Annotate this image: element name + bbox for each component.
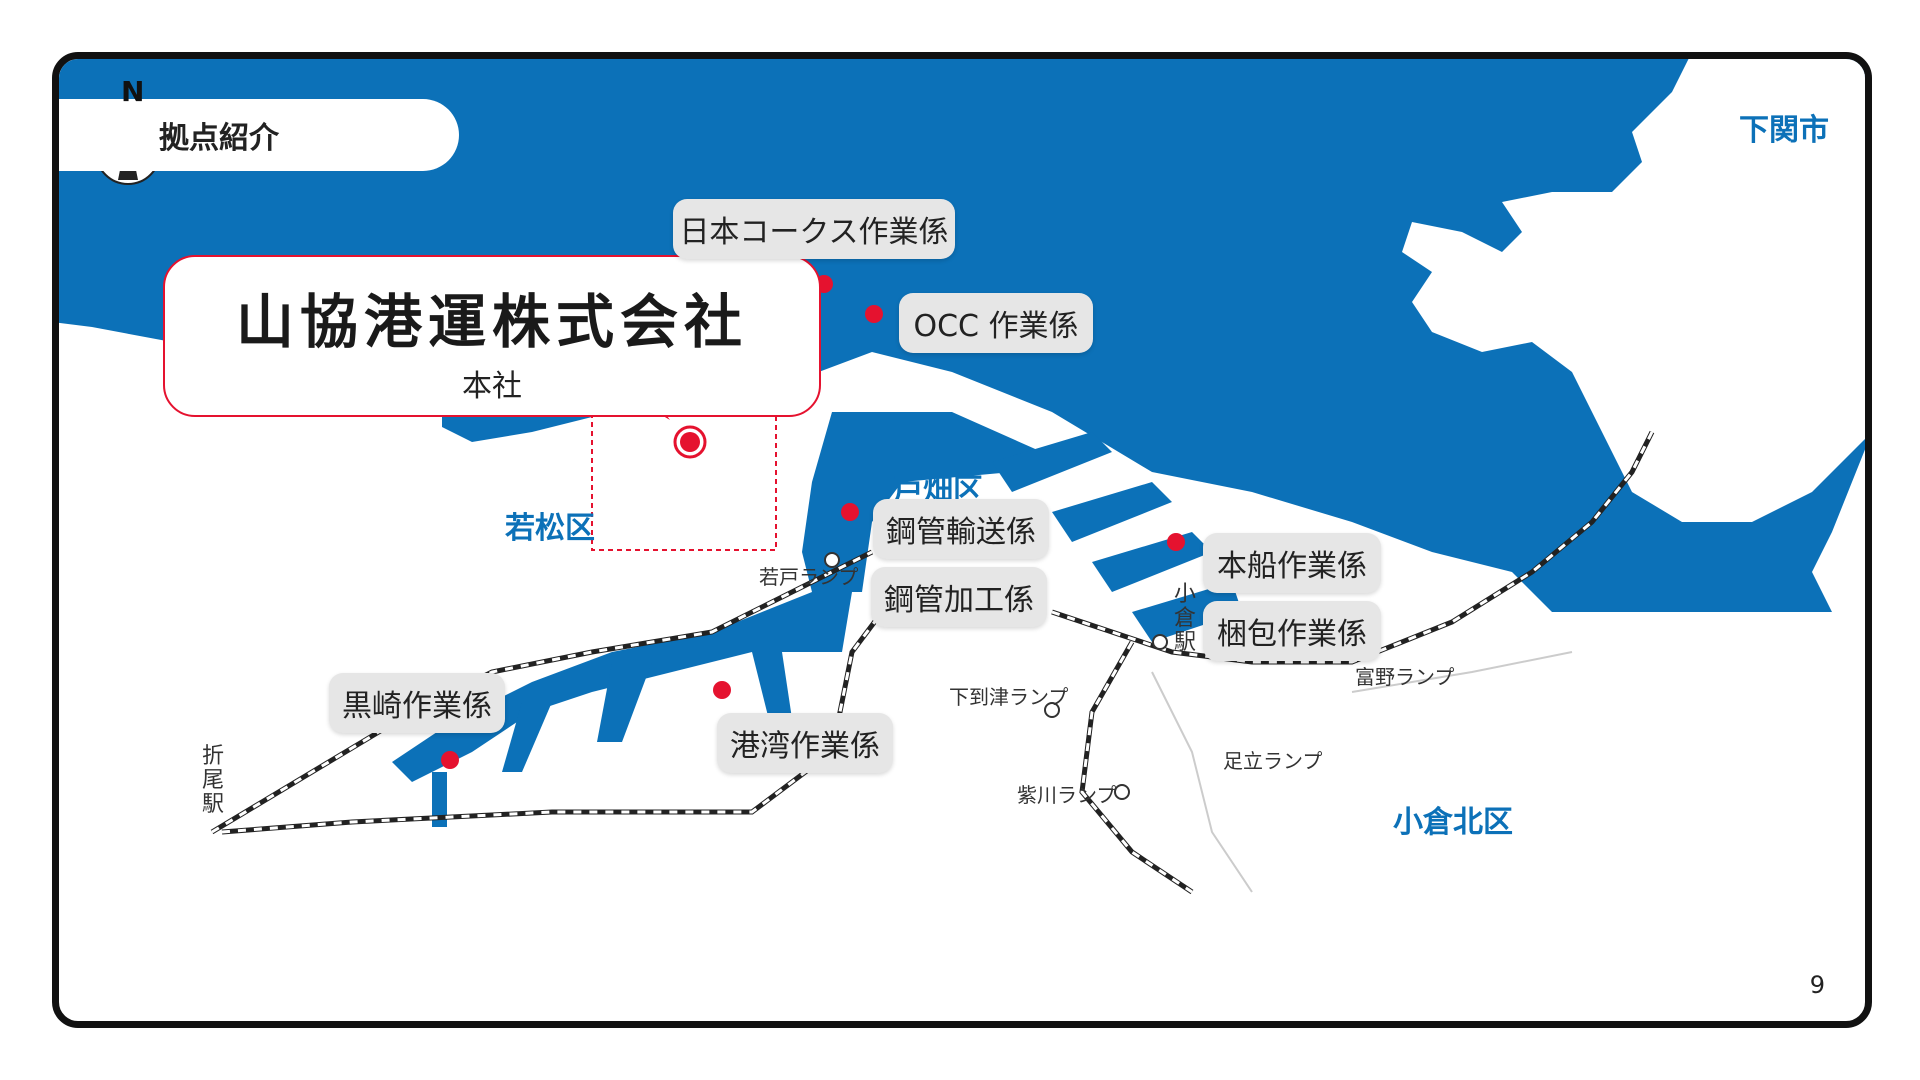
shimonoseki-edge bbox=[1812, 449, 1865, 612]
site-label-kurosaki: 黒崎作業係 bbox=[329, 673, 505, 733]
site-marker-main-ship bbox=[1167, 533, 1185, 551]
bay-inlet-3 bbox=[502, 702, 552, 772]
section-tag-label: 拠点紹介 bbox=[159, 121, 279, 156]
site-label-main-ship: 本船作業係 bbox=[1203, 533, 1381, 593]
ramp-label-tomino: 富野ランプ bbox=[1355, 665, 1455, 689]
station-label-orio: 折尾駅 bbox=[201, 744, 224, 817]
ramp-label-adachi: 足立ランプ bbox=[1223, 749, 1323, 773]
ramp-label-wakato: 若戸ランプ bbox=[759, 565, 859, 589]
area-shimonoseki: 下関市 bbox=[1739, 113, 1829, 148]
ramp-label-murasakigawa: 紫川ランプ bbox=[1017, 783, 1117, 807]
kokura-pier bbox=[1132, 582, 1242, 642]
site-label-harbor: 港湾作業係 bbox=[717, 713, 893, 773]
railway-line-2 bbox=[221, 611, 884, 834]
site-marker-pipe-transport bbox=[841, 503, 859, 521]
site-label-nippon-coke: 日本コークス作業係 bbox=[673, 199, 955, 259]
railway-line bbox=[211, 550, 873, 834]
ramp-wakato-marker bbox=[824, 552, 840, 568]
map-slide-frame: 拠点紹介 N 山協港運株式会社 本社 下関市 戸畑区 若松区 小倉北区 日本コー… bbox=[52, 52, 1872, 1028]
ramp-label-shimoitozu: 下到津ランプ bbox=[949, 685, 1069, 709]
section-tag: 拠点紹介 bbox=[59, 99, 459, 171]
shimonoseki-land bbox=[1402, 59, 1865, 522]
bay-inlet-4 bbox=[432, 772, 447, 827]
bay-inlet-2 bbox=[597, 662, 652, 742]
page-number: 9 bbox=[1809, 971, 1825, 999]
hq-marker bbox=[680, 432, 700, 452]
site-label-packing: 梱包作業係 bbox=[1203, 601, 1381, 661]
compass-letter: N bbox=[121, 75, 145, 108]
site-label-pipe-transport: 鋼管輸送係 bbox=[873, 499, 1049, 559]
company-subtitle: 本社 bbox=[462, 369, 522, 404]
tobata-pier-1 bbox=[992, 432, 1112, 492]
railway-line-3 bbox=[1051, 431, 1654, 664]
area-kokurakita: 小倉北区 bbox=[1393, 805, 1513, 840]
area-wakamatsu: 若松区 bbox=[505, 511, 595, 546]
site-label-occ: OCC 作業係 bbox=[899, 293, 1093, 353]
company-name: 山協港運株式会社 bbox=[235, 288, 748, 356]
railway-line-4 bbox=[1080, 641, 1193, 894]
headquarters-callout: 山協港運株式会社 本社 bbox=[163, 255, 821, 417]
road-line bbox=[1351, 651, 1573, 693]
site-label-pipe-processing: 鋼管加工係 bbox=[871, 567, 1047, 627]
sea-bay-arm bbox=[802, 412, 1042, 592]
station-label-kokura: 小倉駅 bbox=[1173, 582, 1196, 655]
hq-area-box bbox=[591, 401, 777, 551]
station-kokura-marker bbox=[1152, 634, 1168, 650]
site-marker-occ bbox=[865, 305, 883, 323]
site-marker-kurosaki bbox=[441, 751, 459, 769]
tobata-pier-2 bbox=[1052, 482, 1172, 542]
road-line bbox=[1151, 671, 1253, 893]
ramp-murasakigawa-marker bbox=[1114, 784, 1130, 800]
site-marker-harbor bbox=[713, 681, 731, 699]
ramp-shimoitozu-marker bbox=[1044, 702, 1060, 718]
dokai-bay bbox=[392, 592, 852, 782]
